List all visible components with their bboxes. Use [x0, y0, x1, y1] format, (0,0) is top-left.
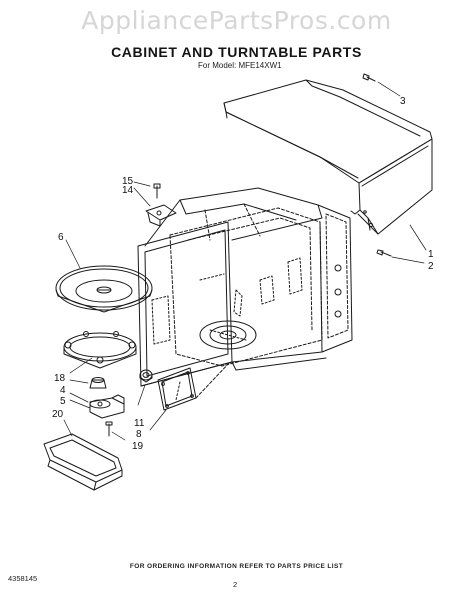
motor-cover [43, 419, 123, 491]
callout-18: 18 [54, 373, 66, 384]
motor-screw [105, 421, 126, 441]
callout-1: 1 [428, 249, 434, 260]
screw-bottom [376, 249, 425, 264]
drive-coupler [69, 377, 107, 389]
callout-4: 4 [60, 385, 66, 396]
callout-6: 6 [58, 232, 64, 243]
callout-8: 8 [136, 429, 142, 440]
callout-14: 14 [122, 185, 134, 196]
page-number: 2 [233, 580, 238, 589]
callout-5: 5 [60, 396, 66, 407]
diagram-title: CABINET AND TURNTABLE PARTS [111, 44, 362, 60]
cabinet-wrapper [223, 79, 433, 235]
ordering-note: FOR ORDERING INFORMATION REFER TO PARTS … [129, 563, 344, 570]
leader-18 [69, 357, 93, 374]
model-line: For Model: MFE14XW1 [198, 61, 282, 70]
oven-chassis [137, 187, 353, 387]
grommet [137, 369, 153, 406]
leader-1 [409, 224, 427, 251]
callout-2: 2 [428, 261, 434, 272]
site-watermark: AppliancePartsPros.com [81, 6, 392, 35]
roller-ring [63, 331, 137, 369]
callout-20: 20 [52, 409, 64, 420]
callout-3: 3 [400, 96, 406, 107]
turntable-motor [69, 392, 125, 419]
document-number: 4358145 [8, 574, 38, 583]
hinge-bracket [133, 181, 177, 227]
screw-top [362, 73, 401, 97]
glass-turntable-tray [55, 239, 153, 313]
callout-19: 19 [132, 441, 144, 452]
callout-11-label: 11 [134, 418, 145, 429]
callout-15: 15 [122, 176, 134, 187]
access-cover-plate [149, 361, 231, 431]
